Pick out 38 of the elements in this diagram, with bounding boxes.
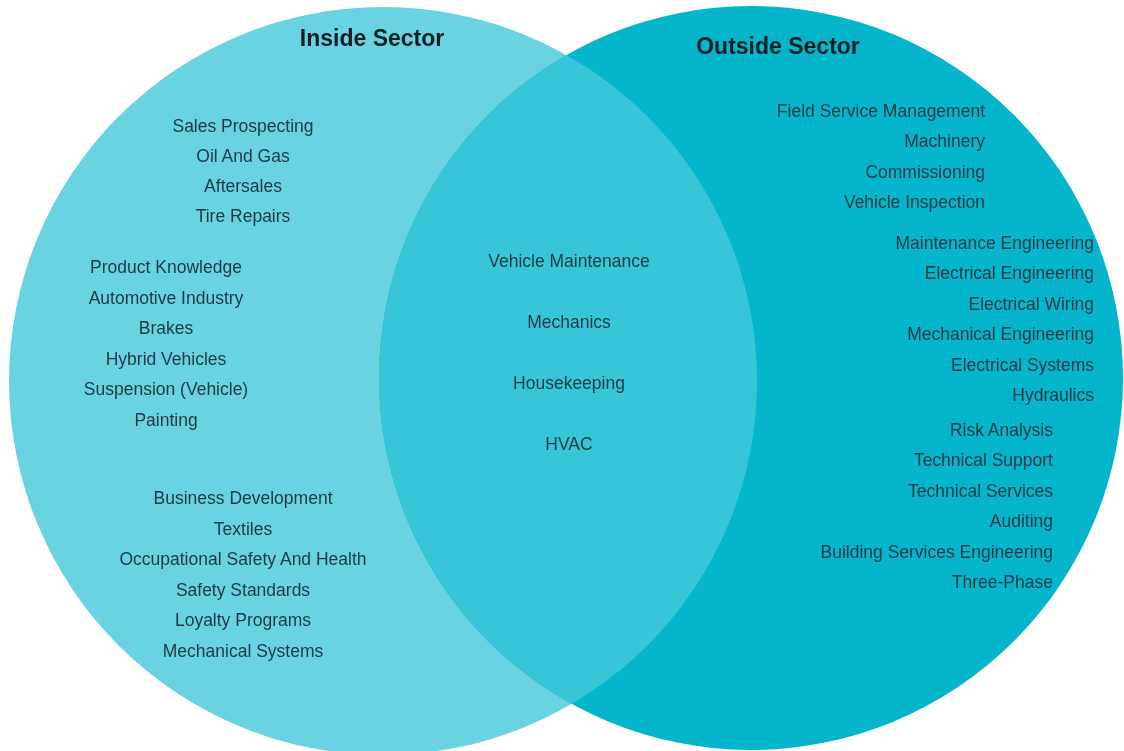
overlap-skill-label: Housekeeping: [513, 372, 625, 394]
skill-label: Aftersales: [204, 175, 282, 197]
skill-label: Mechanical Systems: [162, 640, 324, 662]
skill-label: Safety Standards: [175, 579, 311, 600]
skill-label: Occupational Safety And Health: [119, 549, 367, 570]
skill-label: Mechanical Engineering: [907, 324, 1094, 345]
skill-label: Technical Services: [908, 480, 1053, 501]
skill-label: Maintenance Engineering: [895, 232, 1094, 254]
skill-label: Machinery: [904, 131, 985, 152]
overlap-skill-label: HVAC: [545, 433, 593, 455]
skill-label: Tire Repairs: [195, 205, 291, 227]
skill-label: Sales Prospecting: [172, 115, 314, 137]
skill-label: Brakes: [138, 318, 194, 339]
skill-label: Vehicle Inspection: [843, 192, 985, 213]
skill-label: Risk Analysis: [949, 419, 1053, 441]
skill-label: Hybrid Vehicles: [105, 348, 227, 369]
skill-label: Oil And Gas: [196, 145, 290, 167]
skill-label: Technical Support: [913, 450, 1053, 471]
skill-label: Electrical Wiring: [968, 293, 1094, 314]
skill-label: Hydraulics: [1012, 384, 1094, 406]
skill-label: Automotive Industry: [88, 287, 244, 308]
overlap-skill-label: Vehicle Maintenance: [488, 250, 650, 272]
skill-label: Business Development: [153, 487, 333, 509]
skill-label: Product Knowledge: [90, 256, 242, 278]
skill-label: Three-Phase: [951, 571, 1053, 593]
set-heading: Outside Sector: [696, 32, 860, 60]
skill-label: Electrical Engineering: [924, 263, 1094, 284]
skill-label: Field Service Management: [776, 100, 985, 122]
set-heading: Inside Sector: [299, 24, 445, 52]
skill-label: Loyalty Programs: [174, 610, 312, 631]
skill-label: Building Services Engineering: [820, 541, 1053, 562]
overlap-skill-label: Mechanics: [527, 311, 611, 333]
skill-label: Commissioning: [865, 161, 985, 182]
skill-label: Auditing: [989, 511, 1053, 532]
skill-label: Painting: [134, 409, 198, 431]
skill-label: Suspension (Vehicle): [83, 379, 249, 400]
skill-label: Textiles: [213, 518, 273, 539]
skill-label: Electrical Systems: [951, 354, 1094, 375]
